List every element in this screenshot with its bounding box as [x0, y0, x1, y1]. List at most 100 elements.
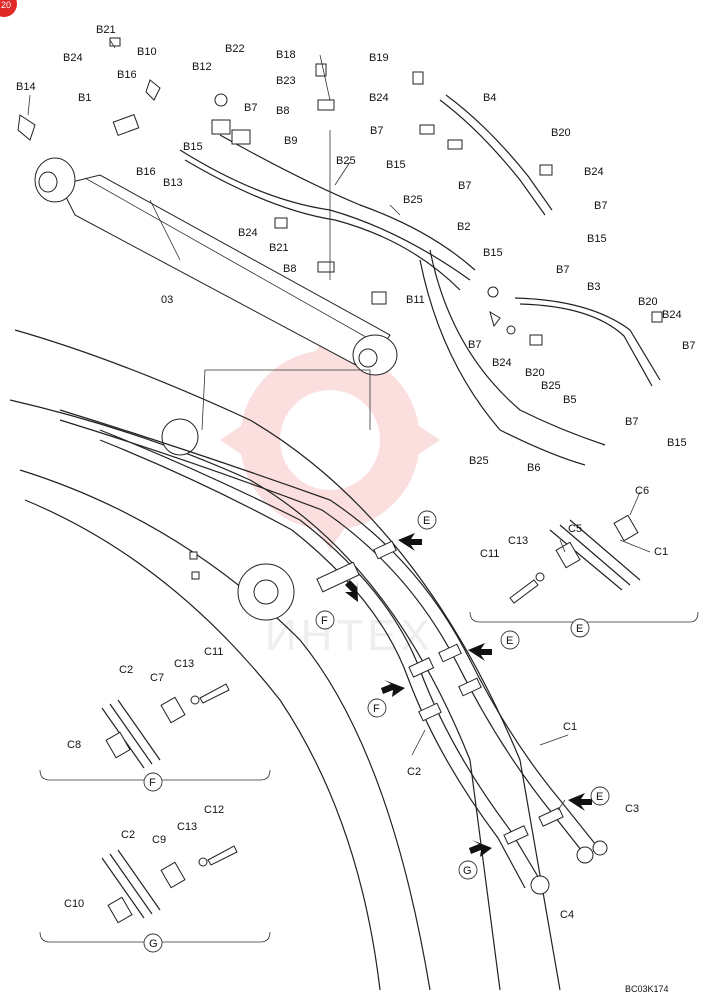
- label-c10: C10: [64, 898, 84, 910]
- boom-cylinder: [34, 157, 398, 376]
- label-b7-f: B7: [468, 339, 481, 351]
- label-b6: B6: [527, 462, 540, 474]
- label-c13-f: C13: [174, 658, 194, 670]
- arrow-e-3: [568, 793, 592, 811]
- label-c2-f: C2: [119, 664, 133, 676]
- label-b20-a: B20: [551, 127, 571, 139]
- label-b24-low: B24: [238, 227, 258, 239]
- detail-e: E: [469, 514, 699, 638]
- label-b3: B3: [587, 281, 600, 293]
- label-b7-a: B7: [244, 102, 257, 114]
- detail-g-callout: G: [149, 938, 158, 950]
- label-c7: C7: [150, 672, 164, 684]
- label-b25-c: B25: [541, 380, 561, 392]
- arrow-g-1: [469, 840, 492, 857]
- label-c13-g: C13: [177, 821, 197, 833]
- callout-e-2: E: [506, 635, 513, 647]
- label-b10: B10: [137, 46, 157, 58]
- label-b7-d: B7: [594, 200, 607, 212]
- label-b7-c: B7: [458, 180, 471, 192]
- label-b20-b: B20: [638, 296, 658, 308]
- label-b24-right: B24: [584, 166, 604, 178]
- hose-lines: [179, 94, 661, 466]
- label-b11: B11: [406, 294, 425, 306]
- page-badge: 20: [0, 0, 17, 17]
- watermark-text: ИНТЕХ: [265, 611, 434, 660]
- label-c12: C12: [204, 804, 224, 816]
- label-b23: B23: [276, 75, 296, 87]
- label-b25-b: B25: [403, 194, 423, 206]
- callout-e-1: E: [423, 515, 430, 527]
- leader-lines: [27, 39, 651, 811]
- callout-markers: E F E F E G: [315, 510, 610, 880]
- drawing-code: BC03K174: [625, 984, 669, 994]
- label-b15-c: B15: [587, 233, 607, 245]
- label-03: 03: [161, 294, 173, 306]
- label-c4: C4: [560, 909, 574, 921]
- label-b18: B18: [276, 49, 296, 61]
- label-c2-g: C2: [121, 829, 135, 841]
- label-b7-g: B7: [682, 340, 695, 352]
- label-c9: C9: [152, 834, 166, 846]
- label-b7-h: B7: [625, 416, 638, 428]
- label-b4: B4: [483, 92, 496, 104]
- detail-g: G: [39, 845, 271, 953]
- label-c1-main: C1: [563, 721, 577, 733]
- label-c11-f: C11: [204, 646, 223, 658]
- view-arrows: [345, 533, 592, 857]
- label-c6: C6: [635, 485, 649, 497]
- callout-e-3: E: [596, 791, 603, 803]
- label-c5: C5: [568, 523, 582, 535]
- callout-g-1: G: [463, 865, 472, 877]
- label-b25-a: B25: [336, 155, 356, 167]
- label-c3: C3: [625, 803, 639, 815]
- label-b25-d: B25: [469, 455, 489, 467]
- callout-f-1: F: [321, 615, 328, 627]
- label-b7-e: B7: [556, 264, 569, 276]
- arrow-f-1: [345, 580, 358, 602]
- label-b14: B14: [16, 81, 36, 93]
- detail-f: F: [39, 683, 271, 792]
- label-b24-top: B24: [63, 52, 83, 64]
- label-b8-low: B8: [283, 263, 296, 275]
- label-c2-main: C2: [407, 766, 421, 778]
- label-b16-mid: B16: [136, 166, 156, 178]
- detail-f-callout: F: [149, 777, 156, 789]
- arrow-e-2: [468, 643, 492, 661]
- arrow-e-1: [398, 533, 422, 551]
- part-labels: B21 B24 B10 B16 B22 B18 B23 B19 B14 B1 B…: [16, 24, 695, 994]
- label-c13-e: C13: [508, 535, 528, 547]
- label-b15-a: B15: [183, 141, 203, 153]
- label-b21-low: B21: [269, 242, 289, 254]
- label-b7-b: B7: [370, 125, 383, 137]
- detail-e-callout: E: [576, 623, 583, 635]
- label-b5: B5: [563, 394, 576, 406]
- label-b16-top: B16: [117, 69, 137, 81]
- label-b1: B1: [78, 92, 91, 104]
- boom-piping: [59, 409, 608, 895]
- callout-f-2: F: [373, 703, 380, 715]
- label-b22: B22: [225, 43, 245, 55]
- label-c11-e: C11: [480, 548, 499, 560]
- label-b8-top: B8: [276, 105, 289, 117]
- label-b2: B2: [457, 221, 470, 233]
- label-b24-mid: B24: [369, 92, 389, 104]
- label-b19: B19: [369, 52, 389, 64]
- label-b24-bottom: B24: [492, 357, 512, 369]
- label-b12: B12: [192, 61, 212, 73]
- page-badge-number: 20: [1, 0, 11, 10]
- label-b20-c: B20: [525, 367, 545, 379]
- label-b15-e: B15: [667, 437, 687, 449]
- arrow-f-2: [381, 680, 405, 697]
- upper-fittings: [17, 37, 663, 346]
- label-b13: B13: [163, 177, 183, 189]
- label-b15-d: B15: [483, 247, 503, 259]
- label-b21-top: B21: [96, 24, 116, 36]
- label-b9: B9: [284, 135, 297, 147]
- label-b15-b: B15: [386, 159, 406, 171]
- label-b24-far: B24: [662, 309, 682, 321]
- label-c8: C8: [67, 739, 81, 751]
- watermark: ИНТЕХ: [220, 330, 440, 660]
